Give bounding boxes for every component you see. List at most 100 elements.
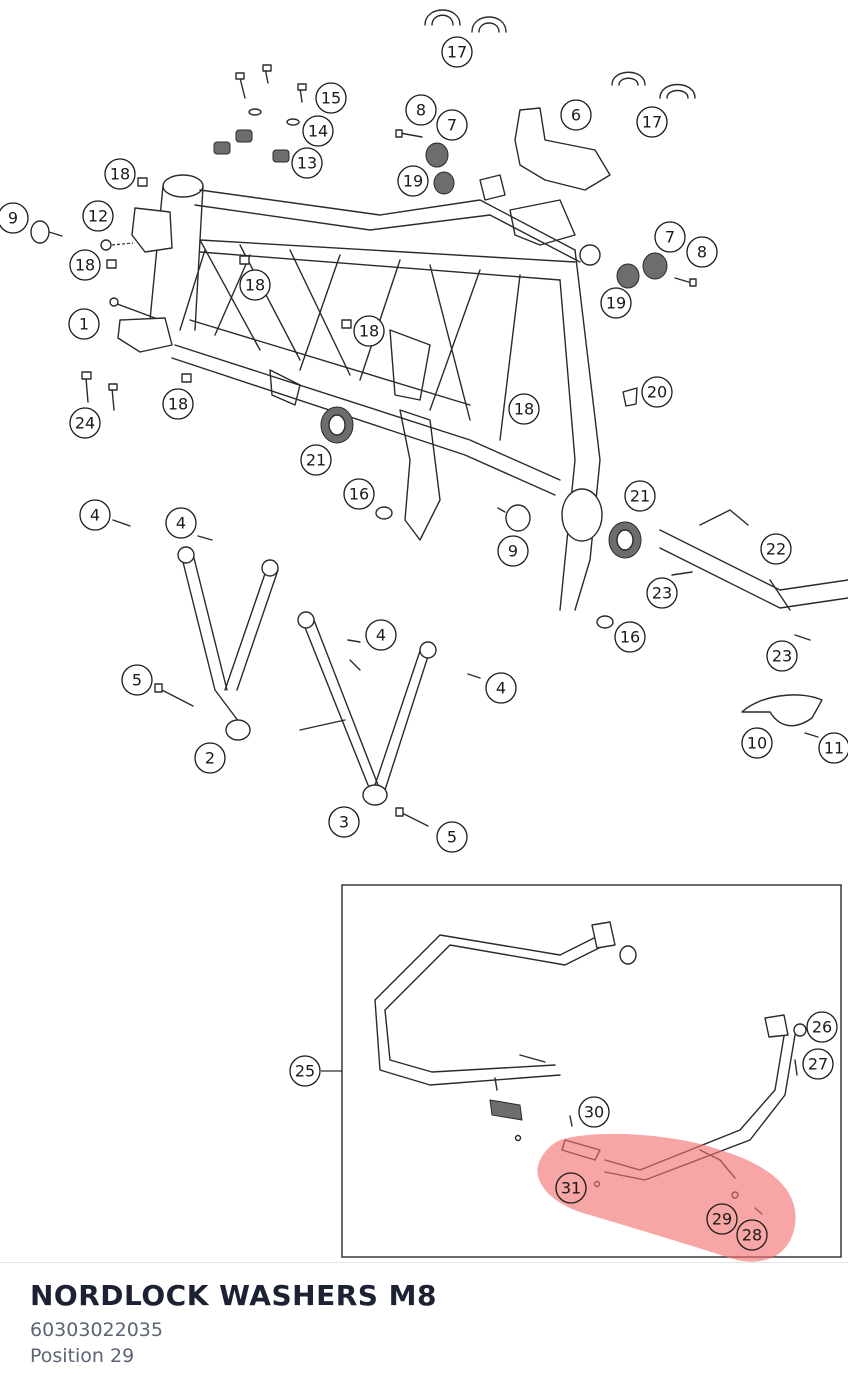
callout-18[interactable]: 18 bbox=[162, 388, 194, 420]
callout-28[interactable]: 28 bbox=[736, 1219, 768, 1251]
svg-text:18: 18 bbox=[110, 165, 130, 184]
svg-text:17: 17 bbox=[447, 43, 467, 62]
callout-20[interactable]: 20 bbox=[641, 376, 673, 408]
svg-text:19: 19 bbox=[403, 172, 423, 191]
svg-text:17: 17 bbox=[642, 113, 662, 132]
svg-text:8: 8 bbox=[416, 101, 426, 120]
svg-text:14: 14 bbox=[308, 122, 328, 141]
callout-4[interactable]: 4 bbox=[165, 507, 197, 539]
svg-text:7: 7 bbox=[447, 116, 457, 135]
callout-6[interactable]: 6 bbox=[560, 99, 592, 131]
part-title: NORDLOCK WASHERS M8 bbox=[30, 1279, 438, 1312]
callout-18[interactable]: 18 bbox=[239, 269, 271, 301]
svg-text:22: 22 bbox=[766, 540, 786, 559]
callout-17[interactable]: 17 bbox=[441, 36, 473, 68]
svg-text:10: 10 bbox=[747, 734, 767, 753]
svg-text:4: 4 bbox=[90, 506, 100, 525]
callout-1[interactable]: 1 bbox=[68, 308, 100, 340]
callout-18[interactable]: 18 bbox=[353, 315, 385, 347]
svg-text:4: 4 bbox=[176, 514, 186, 533]
callout-15[interactable]: 15 bbox=[315, 82, 347, 114]
svg-text:24: 24 bbox=[75, 414, 95, 433]
svg-text:20: 20 bbox=[647, 383, 667, 402]
svg-text:25: 25 bbox=[295, 1062, 315, 1081]
callout-18[interactable]: 18 bbox=[104, 158, 136, 190]
callout-19[interactable]: 19 bbox=[397, 165, 429, 197]
callout-11[interactable]: 11 bbox=[818, 732, 848, 764]
svg-text:21: 21 bbox=[306, 451, 326, 470]
callout-2[interactable]: 2 bbox=[194, 742, 226, 774]
callout-16[interactable]: 16 bbox=[343, 478, 375, 510]
svg-text:16: 16 bbox=[620, 628, 640, 647]
callout-3[interactable]: 3 bbox=[328, 806, 360, 838]
callout-18[interactable]: 18 bbox=[508, 393, 540, 425]
svg-text:15: 15 bbox=[321, 89, 341, 108]
callout-14[interactable]: 14 bbox=[302, 115, 334, 147]
callout-5[interactable]: 5 bbox=[121, 664, 153, 696]
svg-text:18: 18 bbox=[75, 256, 95, 275]
main-frame bbox=[117, 174, 603, 611]
callout-4[interactable]: 4 bbox=[79, 499, 111, 531]
callout-30[interactable]: 30 bbox=[578, 1096, 610, 1128]
svg-text:16: 16 bbox=[349, 485, 369, 504]
svg-text:5: 5 bbox=[132, 671, 142, 690]
callout-9[interactable]: 9 bbox=[0, 202, 29, 234]
callout-5[interactable]: 5 bbox=[436, 821, 468, 853]
svg-text:23: 23 bbox=[652, 584, 672, 603]
svg-text:23: 23 bbox=[772, 647, 792, 666]
svg-text:31: 31 bbox=[561, 1179, 581, 1198]
exploded-parts-diagram: 1 2 3 4 4 4 4 5 5 6 7 7 8 8 9 9 10 11 12… bbox=[0, 9, 848, 1262]
svg-text:8: 8 bbox=[697, 243, 707, 262]
svg-text:18: 18 bbox=[245, 276, 265, 295]
svg-text:29: 29 bbox=[712, 1210, 732, 1229]
callout-24[interactable]: 24 bbox=[69, 407, 101, 439]
top-small-parts bbox=[213, 9, 697, 407]
callout-7[interactable]: 7 bbox=[654, 221, 686, 253]
callout-21[interactable]: 21 bbox=[624, 480, 656, 512]
callout-8[interactable]: 8 bbox=[686, 236, 718, 268]
svg-text:9: 9 bbox=[8, 209, 18, 228]
callout-18[interactable]: 18 bbox=[69, 249, 101, 281]
callout-27[interactable]: 27 bbox=[802, 1048, 834, 1080]
svg-text:18: 18 bbox=[514, 400, 534, 419]
svg-text:7: 7 bbox=[665, 228, 675, 247]
callout-8[interactable]: 8 bbox=[405, 94, 437, 126]
svg-text:4: 4 bbox=[496, 679, 506, 698]
callout-10[interactable]: 10 bbox=[741, 727, 773, 759]
footpeg-brackets bbox=[112, 519, 481, 827]
callout-12[interactable]: 12 bbox=[82, 200, 114, 232]
callout-22[interactable]: 22 bbox=[760, 533, 792, 565]
right-side-parts bbox=[596, 509, 848, 738]
callout-17[interactable]: 17 bbox=[636, 106, 668, 138]
svg-text:4: 4 bbox=[376, 626, 386, 645]
callout-4[interactable]: 4 bbox=[365, 619, 397, 651]
callout-4[interactable]: 4 bbox=[485, 672, 517, 704]
part-number: 60303022035 bbox=[30, 1319, 163, 1341]
svg-text:18: 18 bbox=[168, 395, 188, 414]
svg-text:13: 13 bbox=[297, 154, 317, 173]
svg-text:21: 21 bbox=[630, 487, 650, 506]
selected-part-highlight bbox=[537, 1133, 796, 1262]
svg-text:26: 26 bbox=[812, 1018, 832, 1037]
callout-16[interactable]: 16 bbox=[614, 621, 646, 653]
callout-7[interactable]: 7 bbox=[436, 109, 468, 141]
callout-9[interactable]: 9 bbox=[497, 535, 529, 567]
callout-25[interactable]: 25 bbox=[289, 1055, 321, 1087]
svg-text:18: 18 bbox=[359, 322, 379, 341]
callout-21[interactable]: 21 bbox=[300, 444, 332, 476]
svg-text:6: 6 bbox=[571, 106, 581, 125]
callout-19[interactable]: 19 bbox=[600, 287, 632, 319]
callout-31[interactable]: 31 bbox=[555, 1172, 587, 1204]
svg-text:5: 5 bbox=[447, 828, 457, 847]
svg-text:9: 9 bbox=[508, 542, 518, 561]
svg-text:30: 30 bbox=[584, 1103, 604, 1122]
callout-13[interactable]: 13 bbox=[291, 147, 323, 179]
callout-23[interactable]: 23 bbox=[766, 640, 798, 672]
svg-text:1: 1 bbox=[79, 315, 89, 334]
svg-text:12: 12 bbox=[88, 207, 108, 226]
callout-29[interactable]: 29 bbox=[706, 1203, 738, 1235]
callout-23[interactable]: 23 bbox=[646, 577, 678, 609]
part-position: Position 29 bbox=[30, 1345, 135, 1367]
svg-text:19: 19 bbox=[606, 294, 626, 313]
callout-26[interactable]: 26 bbox=[806, 1011, 838, 1043]
